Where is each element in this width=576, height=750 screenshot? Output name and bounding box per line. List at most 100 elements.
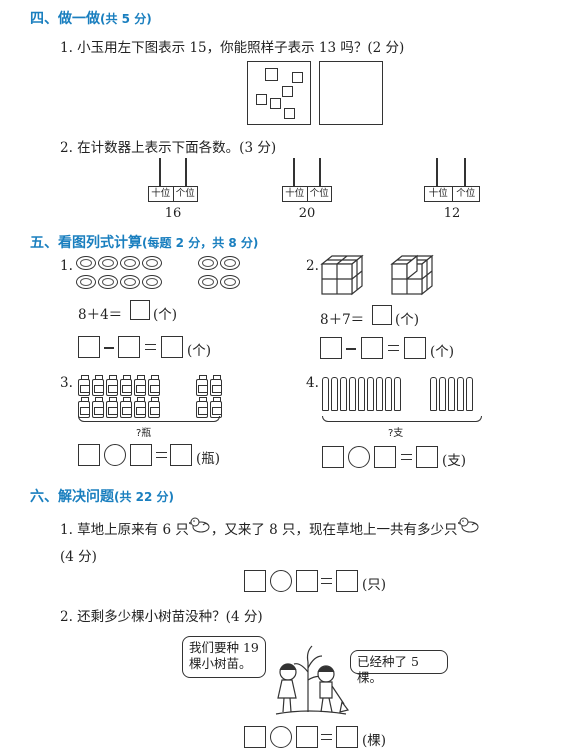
bottle (148, 397, 160, 418)
answer-13-box[interactable] (319, 61, 383, 125)
oval (198, 275, 218, 289)
problem-2-answer-box[interactable] (372, 305, 392, 325)
equals-sign (401, 454, 412, 460)
ones-label: 个位 (456, 188, 476, 199)
stick (331, 377, 338, 411)
bottle (134, 397, 146, 418)
question-6-2-box-a[interactable] (244, 726, 266, 748)
section-5-title: 五、看图列式计算 (30, 235, 142, 251)
bottle (120, 397, 132, 418)
oval (98, 275, 118, 289)
abacus-20[interactable]: 十位个位 20 (282, 158, 332, 228)
equals-sign (156, 452, 167, 458)
problem-3-box-c[interactable] (170, 444, 192, 466)
equals-sign (321, 734, 332, 740)
brace (322, 416, 482, 422)
problem-1-box-a[interactable] (78, 336, 100, 358)
bottle (196, 397, 208, 418)
oval (76, 275, 96, 289)
problem-4-brace-label: ?支 (388, 428, 404, 439)
problem-4-sticks (320, 375, 480, 415)
problem-4-box-a[interactable] (322, 446, 344, 468)
problem-3-box-b[interactable] (130, 444, 152, 466)
question-6-2-box-c[interactable] (336, 726, 358, 748)
bubble-left-line-1: 我们要种 19 (189, 640, 259, 655)
abacus-12[interactable]: 十位个位 12 (424, 158, 480, 228)
question-6-1-unit: (只) (362, 577, 387, 593)
unit-square (284, 108, 295, 119)
unit-square (292, 72, 303, 83)
question-6-1-part-a: 1. 草地上原来有 6 只 (60, 522, 189, 538)
question-6-1-box-c[interactable] (336, 570, 358, 592)
example-15-box (247, 61, 311, 125)
oval (120, 275, 140, 289)
stick (358, 377, 365, 411)
abacus-16[interactable]: 十位个位 16 (148, 158, 198, 228)
bottle (92, 375, 104, 396)
problem-1-box-c[interactable] (161, 336, 183, 358)
question-6-1-score: (4 分) (60, 549, 97, 565)
question-6-1-box-a[interactable] (244, 570, 266, 592)
problem-2-box-a[interactable] (320, 337, 342, 359)
stick (394, 377, 401, 411)
chick-icon (187, 516, 211, 538)
stick (439, 377, 446, 411)
ten-square (265, 68, 278, 81)
question-6-2: 2. 还剩多少棵小树苗没种？(4 分) (60, 609, 263, 625)
bottle (78, 375, 90, 396)
question-6-2-operator-circle[interactable] (270, 726, 292, 748)
bottle (148, 375, 160, 396)
equals-sign (388, 345, 399, 351)
bottle (106, 397, 118, 418)
bottle (92, 397, 104, 418)
tens-label: 十位 (283, 187, 308, 201)
problem-4-box-b[interactable] (374, 446, 396, 468)
problem-1-box-b[interactable] (118, 336, 140, 358)
stick (376, 377, 383, 411)
ones-rod (319, 158, 321, 186)
unit-square (270, 98, 281, 109)
section-4-title: 四、做一做 (30, 11, 100, 27)
stick (448, 377, 455, 411)
bubble-right-text: 已经种了 5 棵。 (357, 654, 419, 685)
speech-bubble-left: 我们要种 19 棵小树苗。 (182, 636, 266, 678)
problem-4-operator-circle[interactable] (348, 446, 370, 468)
problem-3-box-a[interactable] (78, 444, 100, 466)
problem-3-operator-circle[interactable] (104, 444, 126, 466)
bottle (210, 375, 222, 396)
tens-label: 十位 (425, 187, 453, 201)
stick (349, 377, 356, 411)
abacus-base: 十位个位 (148, 186, 198, 202)
problem-4-box-c[interactable] (416, 446, 438, 468)
stick (466, 377, 473, 411)
question-6-1-part-b: ，又来了 8 只，现在草地上一共有多少只 (210, 522, 458, 538)
ones-label: 个位 (175, 188, 195, 199)
problem-4-unit: (支) (442, 453, 467, 469)
section-6-score: (共 22 分) (114, 490, 175, 504)
question-6-1-operator-circle[interactable] (270, 570, 292, 592)
question-6-1-box-b[interactable] (296, 570, 318, 592)
problem-2-number: 2. (306, 258, 319, 274)
question-6-2-box-b[interactable] (296, 726, 318, 748)
bubble-left-line-2: 棵小树苗。 (189, 656, 252, 671)
question-6-1: 1. 草地上原来有 6 只 ，又来了 8 只，现在草地上一共有多少只 (60, 516, 480, 538)
problem-1-ovals (76, 256, 246, 296)
problem-2-box-b[interactable] (361, 337, 383, 359)
tens-rod (436, 158, 438, 186)
section-5-header: 五、看图列式计算(每题 2 分，共 8 分) (30, 232, 258, 252)
stick (385, 377, 392, 411)
abacus-base: 十位个位 (282, 186, 332, 202)
tens-label: 十位 (149, 187, 174, 201)
ones-rod (185, 158, 187, 186)
section-5-score: (每题 2 分，共 8 分) (142, 236, 259, 250)
problem-3-number: 3. (60, 375, 73, 391)
bottle (78, 397, 90, 418)
tens-rod (159, 158, 161, 186)
problem-2-unit: (个) (395, 312, 420, 328)
problem-1-answer-box[interactable] (130, 300, 150, 320)
ones-rod (464, 158, 466, 186)
brace (78, 416, 220, 422)
problem-1-unit: (个) (153, 307, 178, 323)
problem-2-box-c[interactable] (404, 337, 426, 359)
bottle (134, 375, 146, 396)
